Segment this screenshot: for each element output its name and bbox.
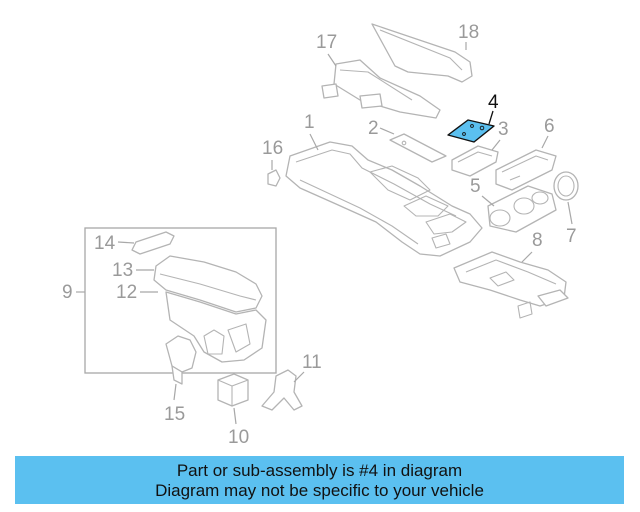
callout-14: 14 — [94, 233, 116, 254]
callout-6: 6 — [544, 116, 555, 137]
callout-10: 10 — [228, 427, 249, 448]
part-3-tray — [451, 145, 499, 177]
part-17-shifter-bracket — [321, 59, 441, 119]
part-10-box — [217, 373, 249, 407]
info-banner: Part or sub-assembly is #4 in diagram Di… — [15, 456, 624, 504]
part-4-mat-highlighted — [447, 119, 495, 143]
part-5-cup-holder-insert — [487, 185, 557, 233]
part-7-ring — [553, 171, 579, 201]
callout-12: 12 — [116, 282, 137, 303]
callout-4: 4 — [488, 92, 499, 113]
part-18-trim-panel — [371, 23, 473, 83]
callout-13: 13 — [112, 260, 133, 281]
part-13-armrest-lid — [153, 255, 263, 313]
banner-line-2: Diagram may not be specific to your vehi… — [155, 481, 484, 500]
callout-7: 7 — [566, 226, 577, 247]
part-11-stand-bracket — [261, 369, 303, 411]
part-6-cup-holder — [495, 149, 557, 191]
part-2-plate — [389, 133, 447, 163]
part-16-clip — [267, 169, 281, 187]
callout-1: 1 — [304, 112, 315, 133]
callout-11: 11 — [302, 352, 322, 373]
callout-8: 8 — [532, 230, 543, 251]
part-15-knob — [165, 335, 197, 385]
callout-9: 9 — [62, 282, 73, 303]
part-1-console-body — [285, 141, 483, 257]
callout-17: 17 — [316, 32, 337, 53]
banner-line-1: Part or sub-assembly is #4 in diagram — [176, 461, 463, 480]
callout-15: 15 — [164, 404, 185, 425]
parts-diagram: 18 17 2 4 3 6 — [62, 22, 579, 448]
part-14-lid-pad — [131, 231, 175, 255]
callout-18: 18 — [458, 22, 479, 43]
callout-5: 5 — [470, 176, 481, 197]
callout-2: 2 — [368, 118, 379, 139]
callout-3: 3 — [498, 119, 509, 140]
part-8-bracket — [453, 251, 569, 319]
callout-16: 16 — [262, 138, 283, 159]
part-armrest-base — [165, 291, 267, 363]
